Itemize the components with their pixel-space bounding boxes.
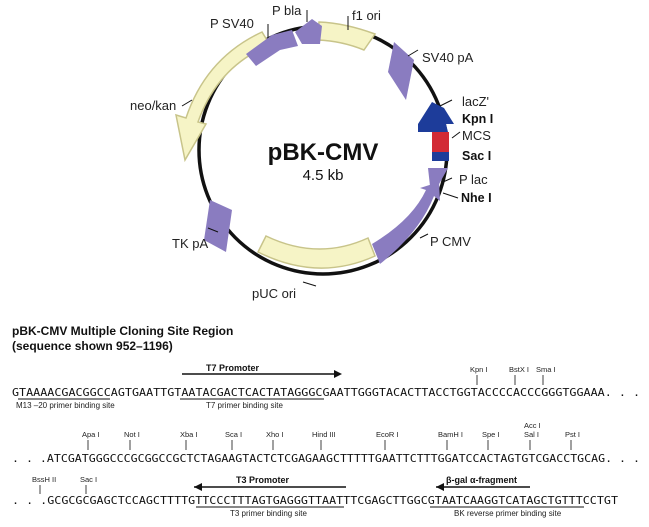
t3-promoter-label: T3 Promoter (236, 475, 290, 485)
promoter-p-sv40 (246, 30, 298, 66)
sequence-line-3: . . .GCGCGCGAGCTCCAGCTTTTGTTCCCTTTAGTGAG… (12, 495, 619, 507)
line1-site-ticks (476, 375, 544, 385)
plasmid-map: pBK-CMV 4.5 kb P SV40 P bla f1 ori SV40 … (130, 3, 493, 301)
plasmid-size: 4.5 kb (303, 167, 344, 184)
sequence-line-1: GTAAAACGACGGCCAGTGAATTGTAATACGACTCACTATA… (12, 387, 640, 399)
sequence-block-3: BssH II Sac I T3 Promoter β-gal α-fragme… (12, 475, 619, 518)
gene-f1-ori (317, 21, 377, 51)
mcs-block (432, 132, 449, 152)
site-xba: Xba I (180, 430, 198, 439)
site-spe: Spe I (482, 430, 500, 439)
label-p-sv40: P SV40 (210, 16, 254, 31)
site-not: Not I (124, 430, 140, 439)
gene-puc-ori (256, 235, 376, 269)
t3-arrowhead-icon (194, 483, 202, 491)
bgal-arrowhead-icon (436, 483, 444, 491)
site-sca: Sca I (225, 430, 242, 439)
site-ecor: EcoR I (376, 430, 399, 439)
label-mcs: MCS (462, 128, 491, 143)
gene-neo-kan (175, 31, 272, 163)
site-pst: Pst I (565, 430, 580, 439)
label-p-lac: P lac (459, 172, 488, 187)
label-p-cmv: P CMV (430, 234, 471, 249)
t3-site-label: T3 primer binding site (230, 509, 307, 518)
label-sv40-pa: SV40 pA (422, 50, 474, 65)
mcs-title: pBK-CMV Multiple Cloning Site Region (12, 324, 233, 338)
label-neo-kan: neo/kan (130, 98, 176, 113)
site-apa: Apa I (82, 430, 100, 439)
site-bstx: BstX I (509, 365, 529, 374)
site-hind: Hind III (312, 430, 336, 439)
promoter-p-bla (295, 19, 322, 44)
site-sma: Sma I (536, 365, 556, 374)
site-bssh: BssH II (32, 475, 56, 484)
mcs-subtitle: (sequence shown 952–1196) (12, 339, 173, 353)
label-kpn: Kpn I (462, 112, 493, 126)
line3-site-ticks (39, 485, 87, 494)
label-f1-ori: f1 ori (352, 8, 381, 23)
bgal-label: β-gal α-fragment (446, 475, 517, 485)
label-nhe: Nhe I (461, 191, 492, 205)
site-sal: Sal I (524, 430, 539, 439)
sequence-block-1: T7 Promoter Kpn I BstX I Sma I GTAAAACGA… (12, 363, 640, 410)
feature-leader-lines (181, 10, 461, 287)
promoter-p-cmv (372, 182, 440, 264)
terminator-tk-pa (204, 200, 232, 252)
t7-site-label: T7 primer binding site (206, 401, 283, 410)
t7-arrowhead-icon (334, 370, 342, 378)
gene-lacz (418, 102, 454, 132)
site-kpn: Kpn I (470, 365, 488, 374)
label-lacz: lacZ' (462, 94, 489, 109)
sac-block (432, 152, 449, 161)
label-sac: Sac I (462, 149, 491, 163)
sequence-line-2: . . .ATCGATGGGCCCGCGGCCGCTCTAGAAGTACTCTC… (12, 453, 640, 465)
label-puc-ori: pUC ori (252, 286, 296, 301)
line2-site-ticks (87, 440, 572, 450)
promoter-p-lac (428, 168, 448, 186)
t7-promoter-label: T7 Promoter (206, 363, 260, 373)
plasmid-name: pBK-CMV (268, 139, 379, 166)
sequence-block-2: Apa I Not I Xba I Sca I Xho I Hind III E… (12, 421, 640, 465)
bk-site-label: BK reverse primer binding site (454, 509, 562, 518)
site-sac3: Sac I (80, 475, 97, 484)
m13-site-label: M13 –20 primer binding site (16, 401, 115, 410)
site-xho: Xho I (266, 430, 284, 439)
terminator-sv40-pa (388, 42, 414, 100)
site-bamh: BamH I (438, 430, 463, 439)
site-acc: Acc I (524, 421, 541, 430)
label-p-bla: P bla (272, 3, 302, 18)
label-tk-pa: TK pA (172, 236, 208, 251)
